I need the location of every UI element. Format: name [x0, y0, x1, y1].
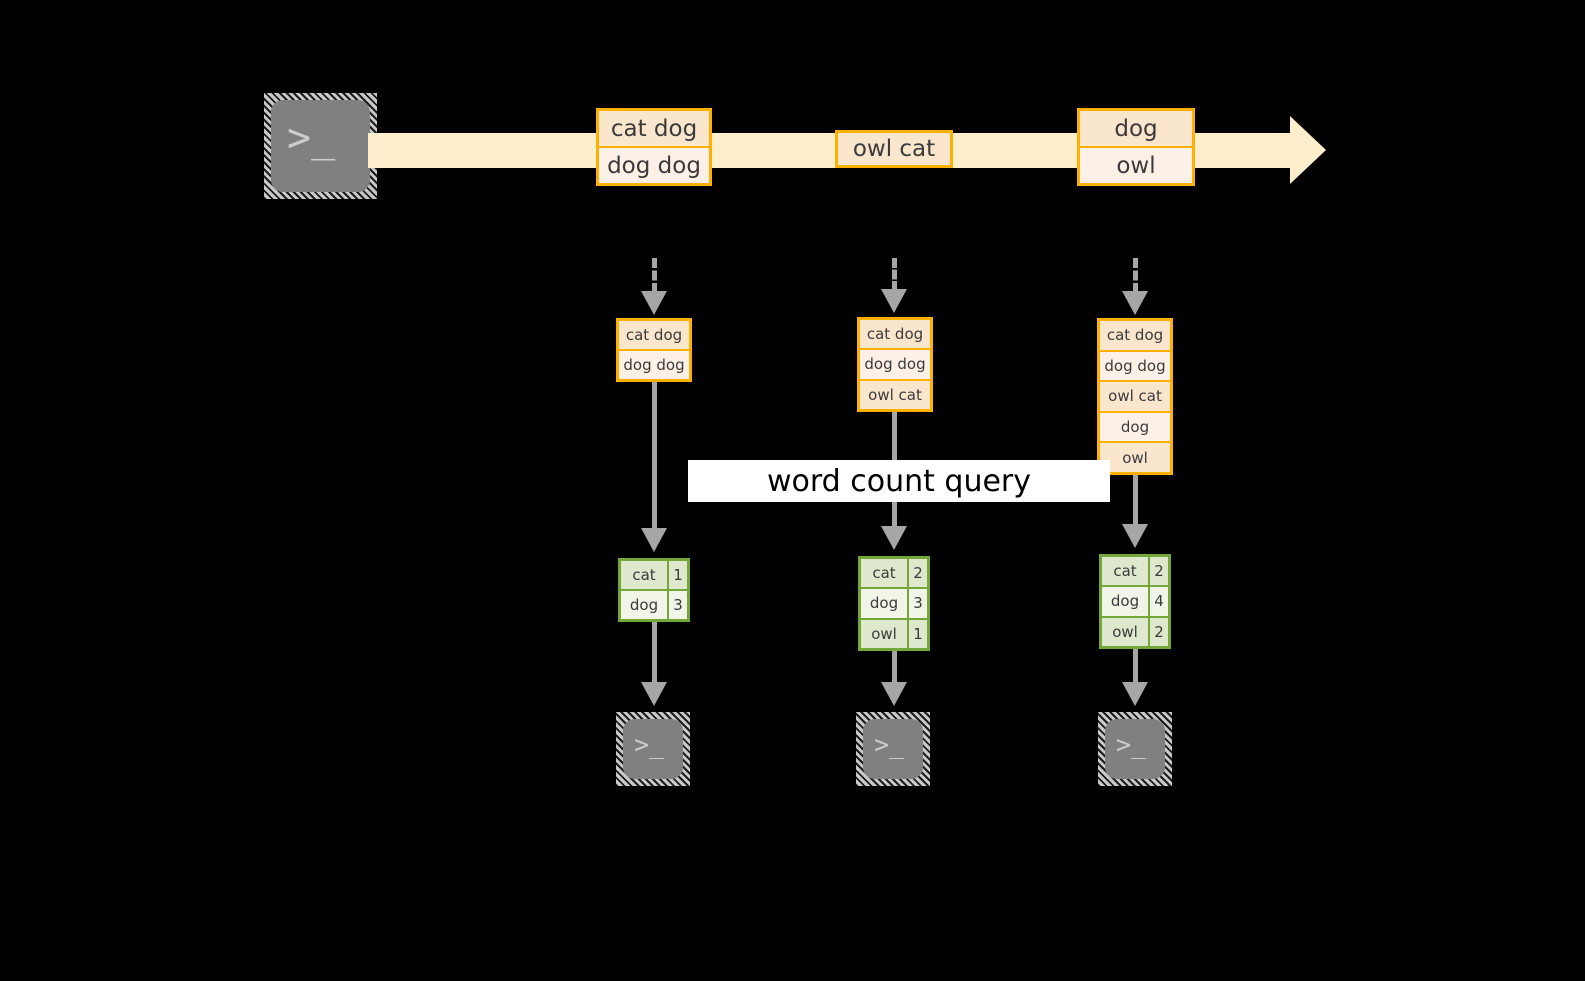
record-row: cat dog: [619, 321, 689, 351]
count-cell: 4: [1150, 587, 1168, 616]
stream-event-line: owl cat: [838, 133, 950, 165]
snapshot-2-output-arrowhead: [881, 682, 907, 706]
count-cell: 1: [909, 619, 927, 648]
record-row: dog dog: [1100, 351, 1170, 383]
snapshot-3-output-line: [1133, 649, 1138, 684]
terminal-prompt-glyph: >_: [1116, 730, 1147, 759]
stream-event-line: dog: [1080, 111, 1192, 148]
snapshot-2-inbound-line: [892, 258, 897, 291]
word-cell: cat: [621, 561, 669, 589]
snapshot-2-records: cat dog dog dog owl cat: [857, 317, 933, 412]
query-label: word count query: [688, 460, 1110, 502]
record-row: dog dog: [860, 350, 930, 381]
count-cell: 2: [1150, 557, 1168, 586]
record-row: dog: [1100, 412, 1170, 444]
terminal-screen: >_: [623, 719, 683, 779]
table-row: owl 2: [1102, 617, 1168, 646]
word-cell: dog: [1102, 587, 1150, 616]
snapshot-1-consumer-terminal-icon: >_: [616, 712, 690, 786]
count-cell: 3: [909, 589, 927, 618]
terminal-prompt-glyph: >_: [287, 115, 336, 161]
snapshot-3-consumer-terminal-icon: >_: [1098, 712, 1172, 786]
table-row: cat 2: [861, 559, 927, 590]
event-stream-arrowhead: [1290, 116, 1326, 184]
terminal-prompt-glyph: >_: [874, 730, 905, 759]
word-cell: owl: [861, 619, 909, 648]
stream-event-1: cat dog dog dog: [596, 108, 712, 186]
snapshot-3-inbound-line: [1133, 258, 1138, 293]
word-cell: dog: [861, 589, 909, 618]
snapshot-1-output-line: [652, 622, 657, 684]
snapshot-3-query-line: [1133, 475, 1138, 528]
snapshot-1-query-arrowhead: [641, 528, 667, 552]
snapshot-2-inbound-arrowhead: [881, 289, 907, 313]
record-row: owl: [1100, 443, 1170, 472]
table-row: dog 4: [1102, 587, 1168, 618]
count-cell: 3: [669, 591, 687, 619]
snapshot-1-result-table: cat 1 dog 3: [618, 558, 690, 622]
snapshot-3-output-arrowhead: [1122, 682, 1148, 706]
snapshot-2-result-table: cat 2 dog 3 owl 1: [858, 556, 930, 651]
terminal-screen: >_: [271, 100, 370, 192]
terminal-prompt-glyph: >_: [634, 730, 665, 759]
table-row: dog 3: [621, 591, 687, 619]
stream-event-line: owl: [1080, 148, 1192, 183]
snapshot-2-consumer-terminal-icon: >_: [856, 712, 930, 786]
word-cell: owl: [1102, 617, 1150, 646]
snapshot-1-records: cat dog dog dog: [616, 318, 692, 382]
terminal-screen: >_: [1105, 719, 1165, 779]
word-cell: cat: [861, 559, 909, 588]
snapshot-1-output-arrowhead: [641, 682, 667, 706]
stream-event-line: cat dog: [599, 111, 709, 148]
count-cell: 2: [909, 559, 927, 588]
stream-event-2: owl cat: [835, 130, 953, 168]
snapshot-2-query-arrowhead: [881, 526, 907, 550]
word-cell: cat: [1102, 557, 1150, 586]
record-row: dog dog: [619, 351, 689, 379]
record-row: cat dog: [1100, 321, 1170, 352]
record-row: owl cat: [1100, 382, 1170, 413]
snapshot-3-inbound-arrowhead: [1122, 291, 1148, 315]
table-row: cat 1: [621, 561, 687, 591]
stream-event-3: dog owl: [1077, 108, 1195, 186]
count-cell: 1: [669, 561, 687, 589]
count-cell: 2: [1150, 617, 1168, 646]
record-row: cat dog: [860, 320, 930, 351]
stream-event-line: dog dog: [599, 148, 709, 183]
snapshot-3-result-table: cat 2 dog 4 owl 2: [1099, 554, 1171, 649]
snapshot-2-output-line: [892, 651, 897, 684]
table-row: dog 3: [861, 589, 927, 620]
snapshot-1-inbound-line: [652, 258, 657, 293]
snapshot-1-query-line: [652, 382, 657, 530]
snapshot-3-records: cat dog dog dog owl cat dog owl: [1097, 318, 1173, 475]
snapshot-3-query-arrowhead: [1122, 524, 1148, 548]
terminal-screen: >_: [863, 719, 923, 779]
table-row: cat 2: [1102, 557, 1168, 588]
record-row: owl cat: [860, 380, 930, 409]
word-cell: dog: [621, 591, 669, 619]
snapshot-1-inbound-arrowhead: [641, 291, 667, 315]
table-row: owl 1: [861, 619, 927, 648]
producer-terminal-icon: >_: [264, 93, 377, 199]
